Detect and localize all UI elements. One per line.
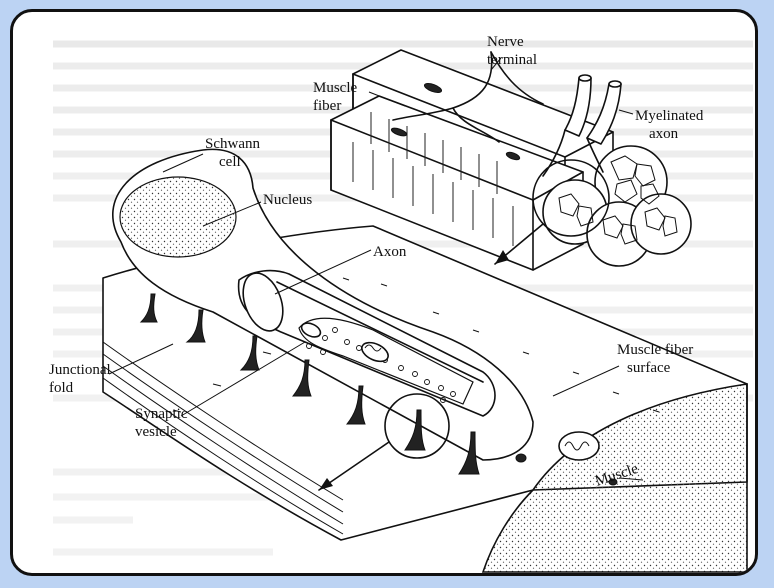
- label-myelinated-axon-line2: axon: [649, 126, 679, 142]
- label-schwann-cell-line1: Schwann: [205, 136, 260, 152]
- neuromuscular-junction-diagram: Nerve terminal Muscle fiber Myelinated a…: [49, 34, 753, 573]
- label-leaders: [108, 57, 644, 481]
- label-synaptic-vesicle-line1: Synaptic: [135, 406, 188, 422]
- label-myelinated-axon-line1: Myelinated: [635, 108, 704, 124]
- junctional-folds: [139, 293, 480, 475]
- muscle-fiber-bundle: [330, 49, 692, 271]
- label-nucleus: Nucleus: [263, 192, 312, 208]
- label-synaptic-vesicle-line2: vesicle: [135, 424, 177, 440]
- label-muscle-fiber-line1: Muscle: [313, 80, 358, 96]
- label-junctional-fold-line1: Junctional: [49, 362, 111, 378]
- label-axon: Axon: [373, 244, 407, 260]
- label-muscle-fiber-line2: fiber: [313, 98, 341, 114]
- figure-frame: Nerve terminal Muscle fiber Myelinated a…: [10, 9, 758, 576]
- magnifier-circle: [384, 393, 450, 459]
- fiber-cross-sections: [542, 145, 692, 267]
- label-nerve-terminal-line1: Nerve: [487, 34, 524, 50]
- label-nerve-terminal-line2: terminal: [487, 52, 537, 68]
- label-muscle-fiber-surface-line2: surface: [627, 360, 671, 376]
- label-schwann-cell-line2: cell: [219, 154, 241, 170]
- nucleus-shape: [119, 176, 237, 258]
- label-junctional-fold-line2: fold: [49, 380, 74, 396]
- label-muscle-fiber-surface-line1: Muscle fiber: [617, 342, 693, 358]
- myelinated-axon-tubes: [542, 74, 622, 177]
- axon-terminal: [237, 269, 496, 417]
